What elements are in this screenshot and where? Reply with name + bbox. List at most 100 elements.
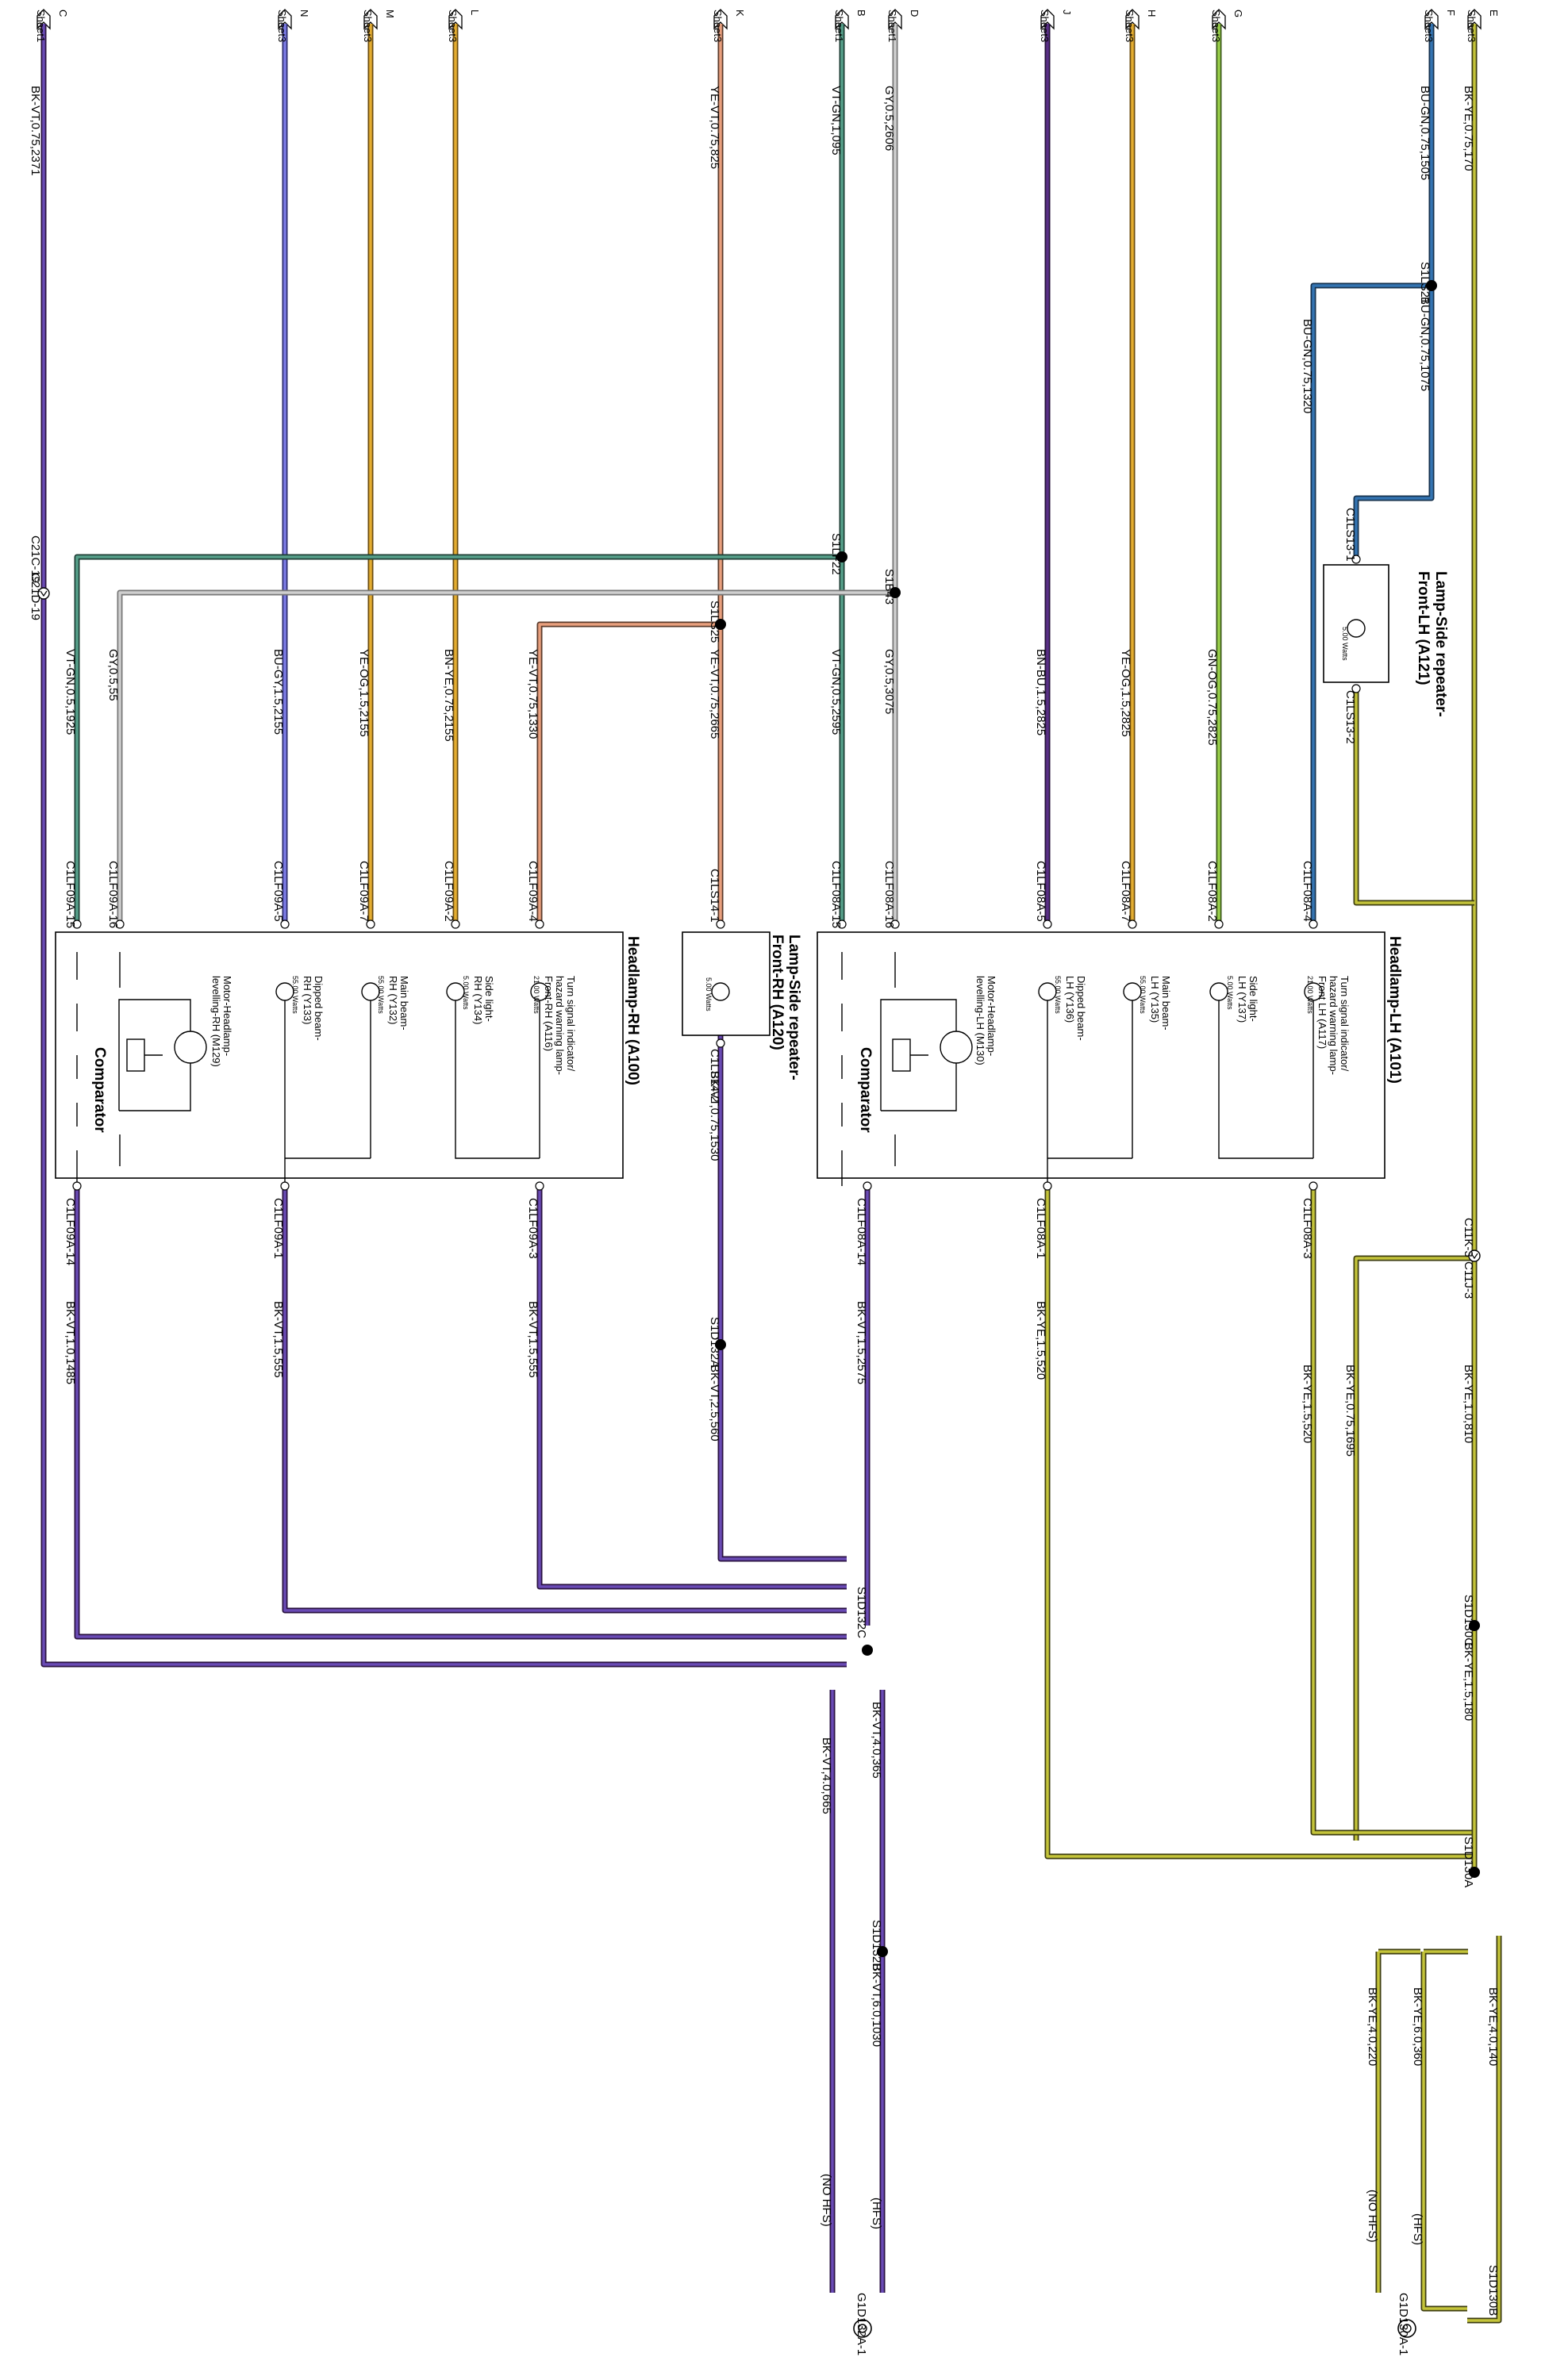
connector-label: C1LF08A-3 xyxy=(1301,1198,1314,1259)
connector-label: C1LF09A-14 xyxy=(63,1198,77,1265)
splice-dots xyxy=(715,280,1480,1957)
wire-group xyxy=(40,24,1502,2324)
repeater-lh-title: Lamp-Side repeater- xyxy=(1432,571,1449,717)
wire-label: BK-VT,1.5,555 xyxy=(271,1301,285,1378)
connector-label: C1LF09A-2 xyxy=(442,861,455,922)
connector-label: C1LS14-2 xyxy=(708,1049,721,1103)
off-sheet-name: Sheet3 xyxy=(447,10,459,42)
off-sheet-name: Sheet1 xyxy=(886,10,898,42)
connector-label: C1LF08A-4 xyxy=(1301,861,1314,922)
wire-label: GN-OG,0.75,2825 xyxy=(1205,649,1219,746)
wire-label: BK-VT,1.5,555 xyxy=(526,1301,540,1378)
splice-label: S1LS21 xyxy=(1418,262,1432,304)
off-sheet-name: Sheet3 xyxy=(276,10,288,42)
off-sheet-letter: D xyxy=(909,10,920,17)
off-sheet-name: Sheet3 xyxy=(1423,10,1435,42)
wire-label: BK-VT,1.0,1485 xyxy=(63,1301,77,1384)
splice-label: S1D132C xyxy=(855,1587,868,1638)
wire-label: BK-YE,0.75,170 xyxy=(1462,86,1475,171)
lamp-watts: 55.00 Watts xyxy=(1054,976,1062,1014)
off-sheet-name: Sheet3 xyxy=(1210,10,1222,42)
off-sheet-arrow-k xyxy=(713,9,728,30)
lamp-watts: 21.00 Watts xyxy=(1306,976,1314,1014)
wire-label: BK-VT,4.0,665 xyxy=(820,1737,833,1814)
lamp-label: hazard warning lamp- xyxy=(1328,976,1339,1075)
off-sheet-letter: F xyxy=(1445,10,1457,16)
splice-label: S1D132A xyxy=(708,1317,721,1368)
off-sheet-arrow-l xyxy=(448,9,463,30)
wire-label: YE-VT,0.75,1330 xyxy=(526,649,540,739)
lamp-watts: 5.00 Watts xyxy=(462,976,470,1010)
connector-label: C1LF08A-5 xyxy=(1034,861,1047,922)
off-sheet-name: Sheet3 xyxy=(1466,10,1478,42)
off-sheet-letter: G xyxy=(1232,10,1244,17)
lamp-watts: 55.00 Watts xyxy=(291,976,299,1014)
off-sheet-letter: J xyxy=(1061,10,1073,15)
off-sheet-letter: N xyxy=(298,10,310,17)
lamp-label: LH (Y135) xyxy=(1149,976,1161,1023)
off-sheet-arrow-d xyxy=(888,9,902,30)
off-sheet-letter: L xyxy=(469,10,481,15)
connector-label: C1LF08A-14 xyxy=(855,1198,868,1265)
splice-label: S1B43 xyxy=(882,569,896,605)
wire-label: BK-VT,2.5,560 xyxy=(708,1365,721,1441)
wire-label: BK-VT,0.75,1530 xyxy=(708,1071,721,1161)
wire-label: BK-YE,6.0,360 xyxy=(1411,1987,1424,2066)
lamp-label: Motor-Headlamp- xyxy=(986,976,997,1056)
wire-label: BK-YE,1.0,810 xyxy=(1462,1365,1475,1443)
wire-label: BN-YE,0.75,2155 xyxy=(442,649,455,742)
connector-label: C1LS13-1 xyxy=(1343,508,1357,562)
wire-label: BK-YE,4.0,220 xyxy=(1366,1987,1379,2066)
lamp-label: RH (Y134) xyxy=(472,976,484,1024)
lamp-label: LH (Y137) xyxy=(1236,976,1248,1023)
off-sheet-connectors xyxy=(37,9,1482,30)
off-sheet-name: Sheet3 xyxy=(712,10,724,42)
connector-label: C1LS13-2 xyxy=(1343,690,1357,744)
connector-label: C1LF08A-1 xyxy=(1034,1198,1047,1259)
wire-label: VT-GN,1,095 xyxy=(829,86,843,155)
lamp-watts: 5.00 Watts xyxy=(1226,976,1234,1010)
off-sheet-arrow-e xyxy=(1467,9,1482,30)
connector-label: C21C-19 xyxy=(29,536,42,583)
headlamp-rh-title: Headlamp-RH (A100) xyxy=(625,936,641,1085)
lamp-label: Turn signal indicator/ xyxy=(1339,976,1351,1072)
wire-label: BK-VT,4.0,365 xyxy=(870,1702,883,1779)
lamp-symbols xyxy=(76,619,1366,1186)
lamp-label: Turn signal indicator/ xyxy=(565,976,577,1072)
off-sheet-arrow-j xyxy=(1040,9,1055,30)
off-sheet-arrow-f xyxy=(1424,9,1439,30)
note-hfs: (HFS) xyxy=(870,2198,883,2229)
lamp-watts: 21.00 Watts xyxy=(532,976,540,1014)
off-sheet-arrow-m xyxy=(363,9,378,30)
lamp-label: Dipped beam- xyxy=(313,976,325,1041)
connector-label: C1LF09A-3 xyxy=(526,1198,540,1259)
lamp-watts: 55.00 Watts xyxy=(1139,976,1147,1014)
wire-c xyxy=(40,24,847,1668)
off-sheet-arrow-c xyxy=(37,9,51,30)
connector-label: C11K-3 xyxy=(1462,1218,1475,1257)
wire-label: BU-GY,1.5,2155 xyxy=(271,649,285,735)
wire-label: BK-VT,1.5,2575 xyxy=(855,1301,868,1384)
off-sheet-letter: C xyxy=(57,10,69,17)
wire-label: GY,0.5,3075 xyxy=(882,649,896,714)
lamp-label: RH (Y132) xyxy=(387,976,399,1024)
wire-label: YE-OG,1.5,2825 xyxy=(1119,649,1132,737)
splice-label: S1D130A xyxy=(1462,1837,1475,1887)
headlamp-rh-box xyxy=(55,931,771,1179)
repeater-lh-title: Front-LH (A121) xyxy=(1415,571,1432,685)
wire-label: BU-GN,0.75,1505 xyxy=(1418,86,1432,180)
off-sheet-arrow-n xyxy=(278,9,292,30)
connector-label: C1LF08A-7 xyxy=(1119,861,1132,922)
note-no-hfs: (NO HFS) xyxy=(820,2174,833,2227)
wire-label: VT-GN,0.5,1925 xyxy=(63,649,77,735)
connector-label: C1LF09A-7 xyxy=(357,861,371,922)
ground-symbol xyxy=(1397,2319,1416,2338)
lamp-label: levelling-RH (M129) xyxy=(210,976,222,1067)
connector-label: C1LF09A-5 xyxy=(271,861,285,922)
wire-label: YE-OG,1.5,2155 xyxy=(357,649,371,737)
repeater-watts: 5.00 Watts xyxy=(1341,627,1349,661)
ground-symbol xyxy=(853,2319,872,2338)
off-sheet-arrow-h xyxy=(1125,9,1140,30)
wire-label: BK-YE,0.75,1695 xyxy=(1343,1365,1357,1457)
